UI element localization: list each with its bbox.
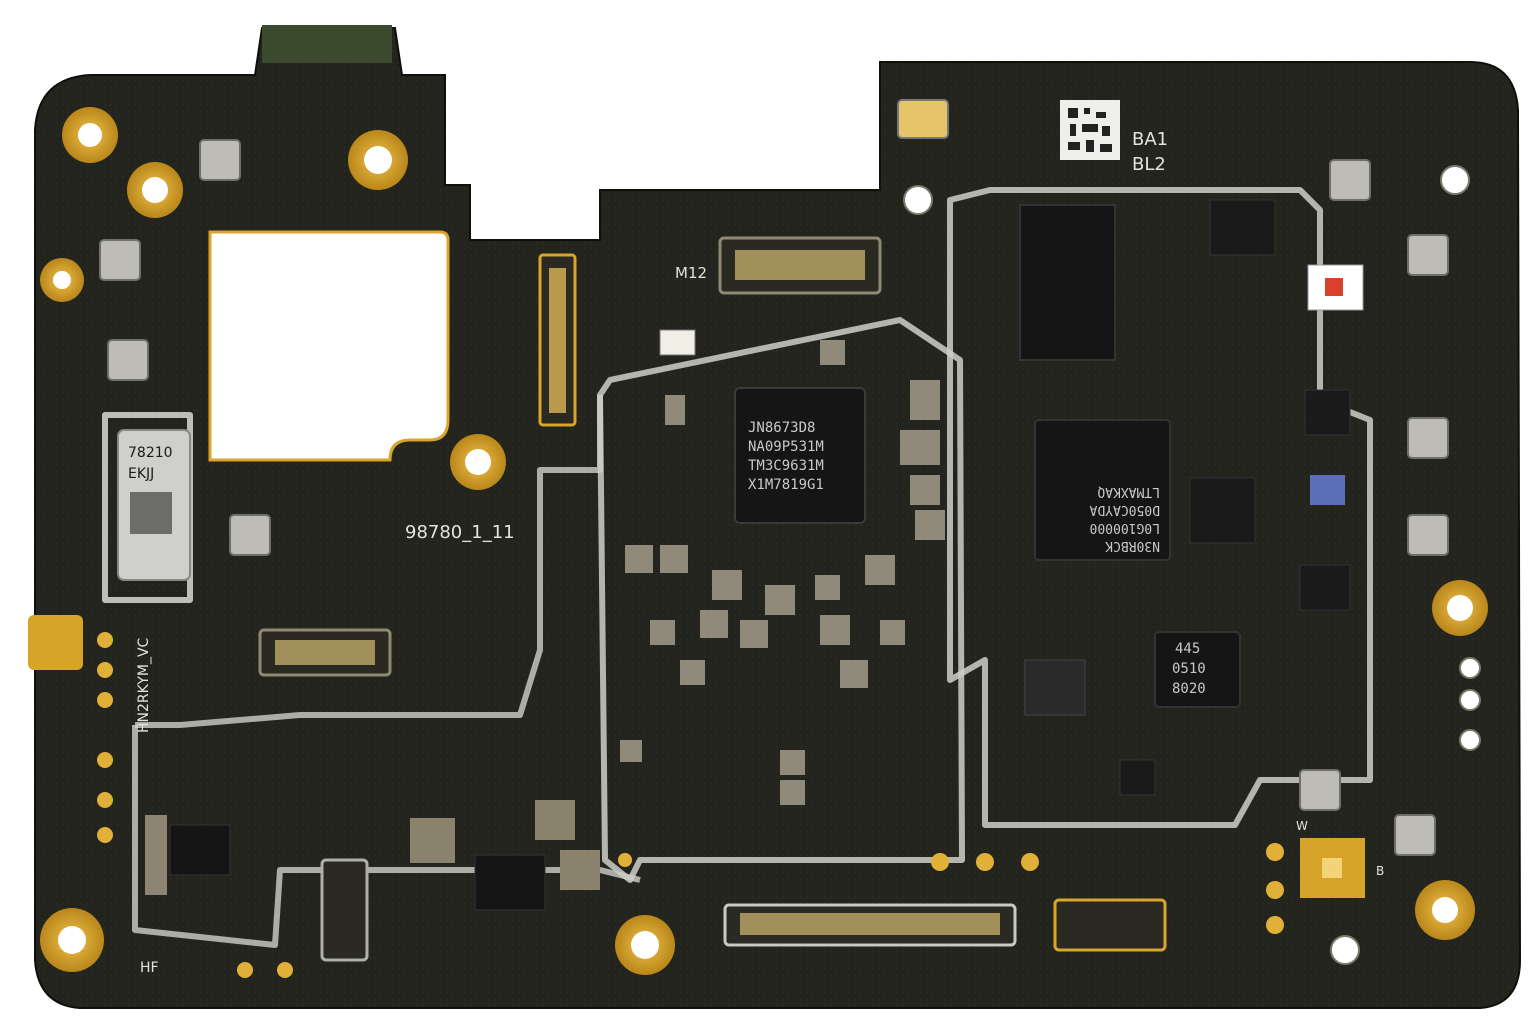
datamatrix-code: [1060, 100, 1120, 160]
pad-square: [1322, 858, 1342, 878]
silk-hf: HF: [140, 960, 159, 976]
lower-left-chips: [145, 800, 600, 911]
ic-chips-right: N30RBCK L0G100000 D050CAYDA LTMAXKAQ 445…: [1019, 199, 1351, 796]
soc-line-4: X1M7819G1: [748, 477, 824, 493]
camera-cutout: [208, 230, 450, 462]
silk-m12: M12: [675, 264, 707, 282]
ic-small-line-1: 445: [1175, 641, 1200, 657]
coax-connectors: [99, 139, 1449, 856]
soc-chip: JN8673D8 NA09P531M TM3C9631M X1M7819G1: [734, 387, 866, 524]
ic-right-line-4: LTMAXKAQ: [1097, 484, 1160, 499]
left-module: 78210 EKJJ: [117, 429, 191, 581]
red-marker: [1325, 278, 1343, 296]
silk-vertical-code: HN2RKYM_VC: [136, 637, 152, 733]
edge-gold-pads: [28, 615, 1365, 898]
module-line-1: 78210: [128, 445, 173, 461]
ic-right-line-2: L0G100000: [1090, 520, 1160, 535]
ic-small-line-2: 0510: [1172, 661, 1206, 677]
ic-small-line-3: 8020: [1172, 681, 1206, 697]
blue-component: [1310, 475, 1345, 505]
passive-components: [620, 340, 945, 805]
silk-w: W: [1296, 819, 1308, 833]
silk-part-number: 98780_1_11: [405, 522, 515, 543]
crystal: [897, 99, 949, 139]
silk-b: B: [1376, 864, 1384, 878]
led: [659, 329, 696, 356]
gold-test-points: [97, 632, 1284, 978]
soc-line-3: TM3C9631M: [748, 458, 824, 474]
silk-ba1: BA1: [1132, 129, 1168, 150]
soc-line-2: NA09P531M: [748, 439, 824, 455]
shield-frames: [102, 187, 1373, 948]
ic-right-line-1: N30RBCK: [1105, 538, 1160, 553]
connectors: [258, 236, 1167, 962]
soc-line-1: JN8673D8: [748, 420, 815, 436]
top-flex-tab: [262, 25, 392, 63]
silk-bl2: BL2: [1132, 154, 1166, 175]
module-line-2: EKJJ: [128, 466, 154, 482]
ic-right-line-3: D050CAYDA: [1089, 502, 1160, 517]
mount-holes: [40, 107, 1488, 975]
